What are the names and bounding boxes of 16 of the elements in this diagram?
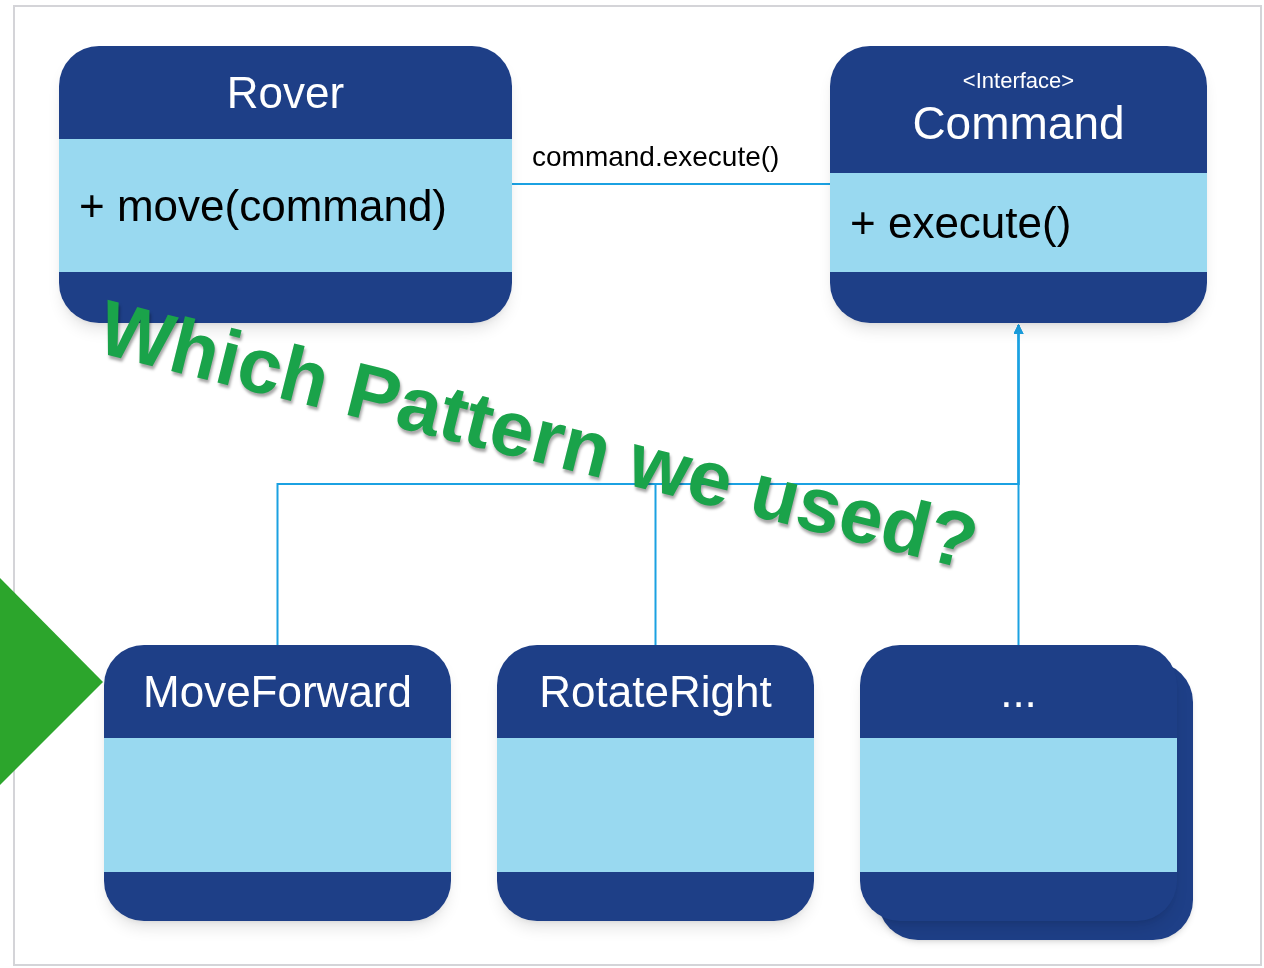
class-name: ... (1000, 666, 1037, 718)
method-text: + move(command) (79, 180, 448, 232)
class-box (104, 645, 451, 921)
class-name: <Interface> (962, 67, 1075, 95)
class-name: MoveForward (143, 666, 412, 718)
inheritance-arrow (1013, 324, 1024, 646)
class-box (830, 46, 1207, 323)
class-name: Rover (226, 67, 345, 119)
association-line (511, 183, 831, 185)
class-box (860, 645, 1177, 921)
triangle-shape (0, 578, 104, 786)
class-name: Command (912, 95, 1125, 151)
class-box (497, 645, 814, 921)
overlay-question: Which Pattern we used? (90, 282, 987, 588)
method-text: + execute() (850, 197, 1073, 249)
class-name: RotateRight (539, 666, 772, 718)
